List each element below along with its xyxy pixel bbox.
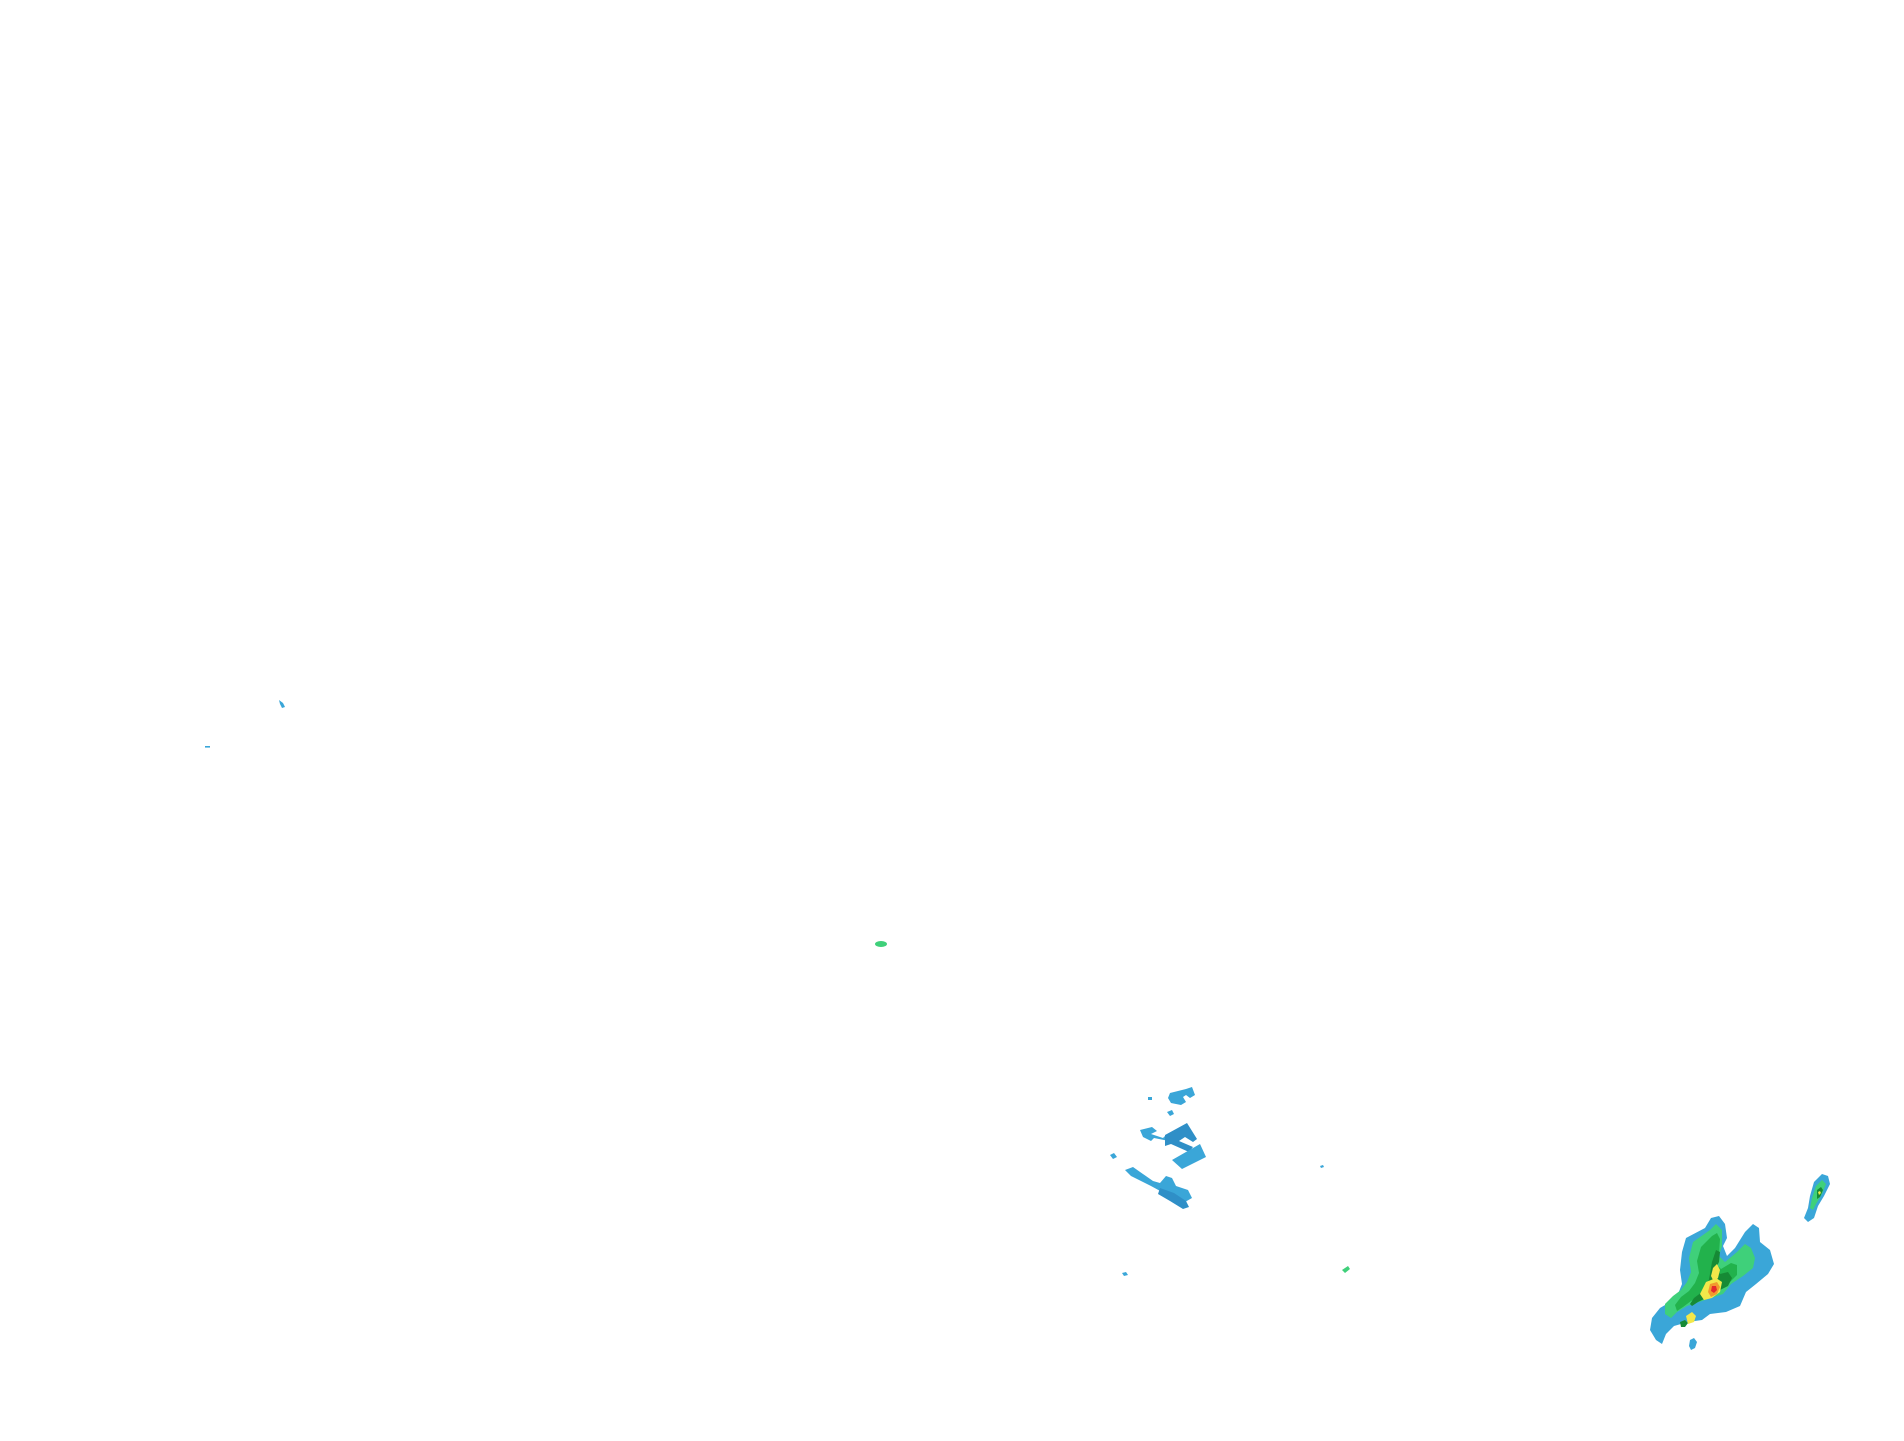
echo-specks-west — [205, 700, 285, 748]
echo-speck-green — [1342, 1266, 1350, 1273]
echo-layer-yellow — [1686, 1312, 1696, 1324]
echo-band — [1158, 1188, 1189, 1209]
echo-band — [1140, 1127, 1173, 1141]
echo-band — [1148, 1097, 1152, 1100]
echo-band — [1167, 1110, 1174, 1116]
echo-band — [1125, 1167, 1192, 1202]
echo-storm-cell-east — [1804, 1174, 1830, 1222]
echo-layer-yellow — [1818, 1191, 1821, 1195]
echo-speck — [279, 700, 285, 708]
echo-layer-green — [1675, 1233, 1737, 1311]
echo-band — [1170, 1096, 1176, 1099]
echo-layer-darkgreen — [1690, 1250, 1732, 1306]
echo-band — [1168, 1087, 1195, 1105]
echo-layer-red — [1711, 1286, 1717, 1293]
echo-cluster-central — [1110, 1087, 1350, 1276]
echo-band — [1165, 1123, 1197, 1152]
echo-speck — [205, 746, 210, 748]
echo-speck-green — [875, 941, 887, 947]
echo-speck — [1320, 1165, 1324, 1168]
echo-layer-yellow — [1711, 1264, 1720, 1282]
echo-storm-cell-main — [1650, 1216, 1774, 1350]
echo-layer-darkgreen — [1680, 1320, 1688, 1327]
echo-layer-light — [1689, 1338, 1697, 1350]
echo-speck — [1122, 1272, 1128, 1276]
echo-band — [1172, 1144, 1206, 1169]
echo-band — [1110, 1153, 1117, 1159]
